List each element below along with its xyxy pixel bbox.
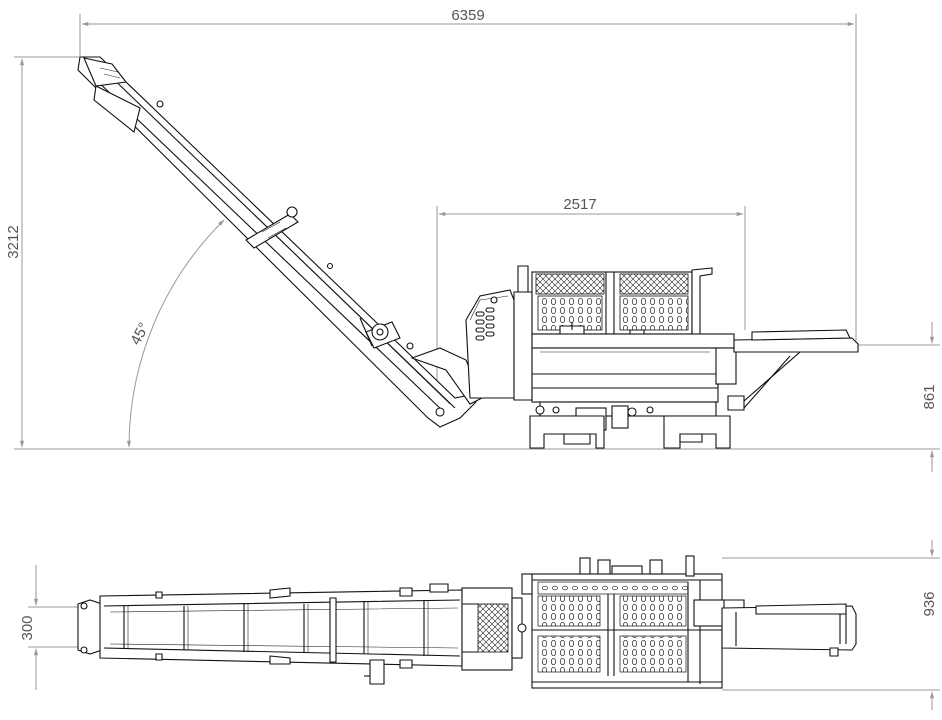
dimension-overall-length: 6359 — [79, 7, 857, 345]
angle-label: 45° — [127, 320, 153, 348]
table-length-label: 2517 — [563, 196, 596, 213]
overall-length-label: 6359 — [451, 7, 484, 24]
top-view — [77, 555, 857, 689]
dimension-infeed-height: 861 — [858, 322, 940, 472]
dimension-body-width: 936 — [722, 540, 940, 710]
processor-body-side — [465, 265, 859, 449]
conveyor-side — [77, 56, 483, 428]
vent-holes — [475, 307, 495, 341]
dimension-angle: 45° — [126, 219, 225, 448]
infeed-height-label: 861 — [921, 384, 938, 409]
processor-body-top — [521, 555, 857, 689]
conveyor-width-label: 300 — [19, 615, 36, 640]
conveyor-top — [77, 583, 527, 685]
dimension-table-length: 2517 — [436, 196, 746, 400]
side-view — [77, 56, 859, 449]
body-width-label: 936 — [921, 591, 938, 616]
dimension-height: 3212 — [5, 56, 940, 450]
height-label: 3212 — [5, 225, 22, 258]
